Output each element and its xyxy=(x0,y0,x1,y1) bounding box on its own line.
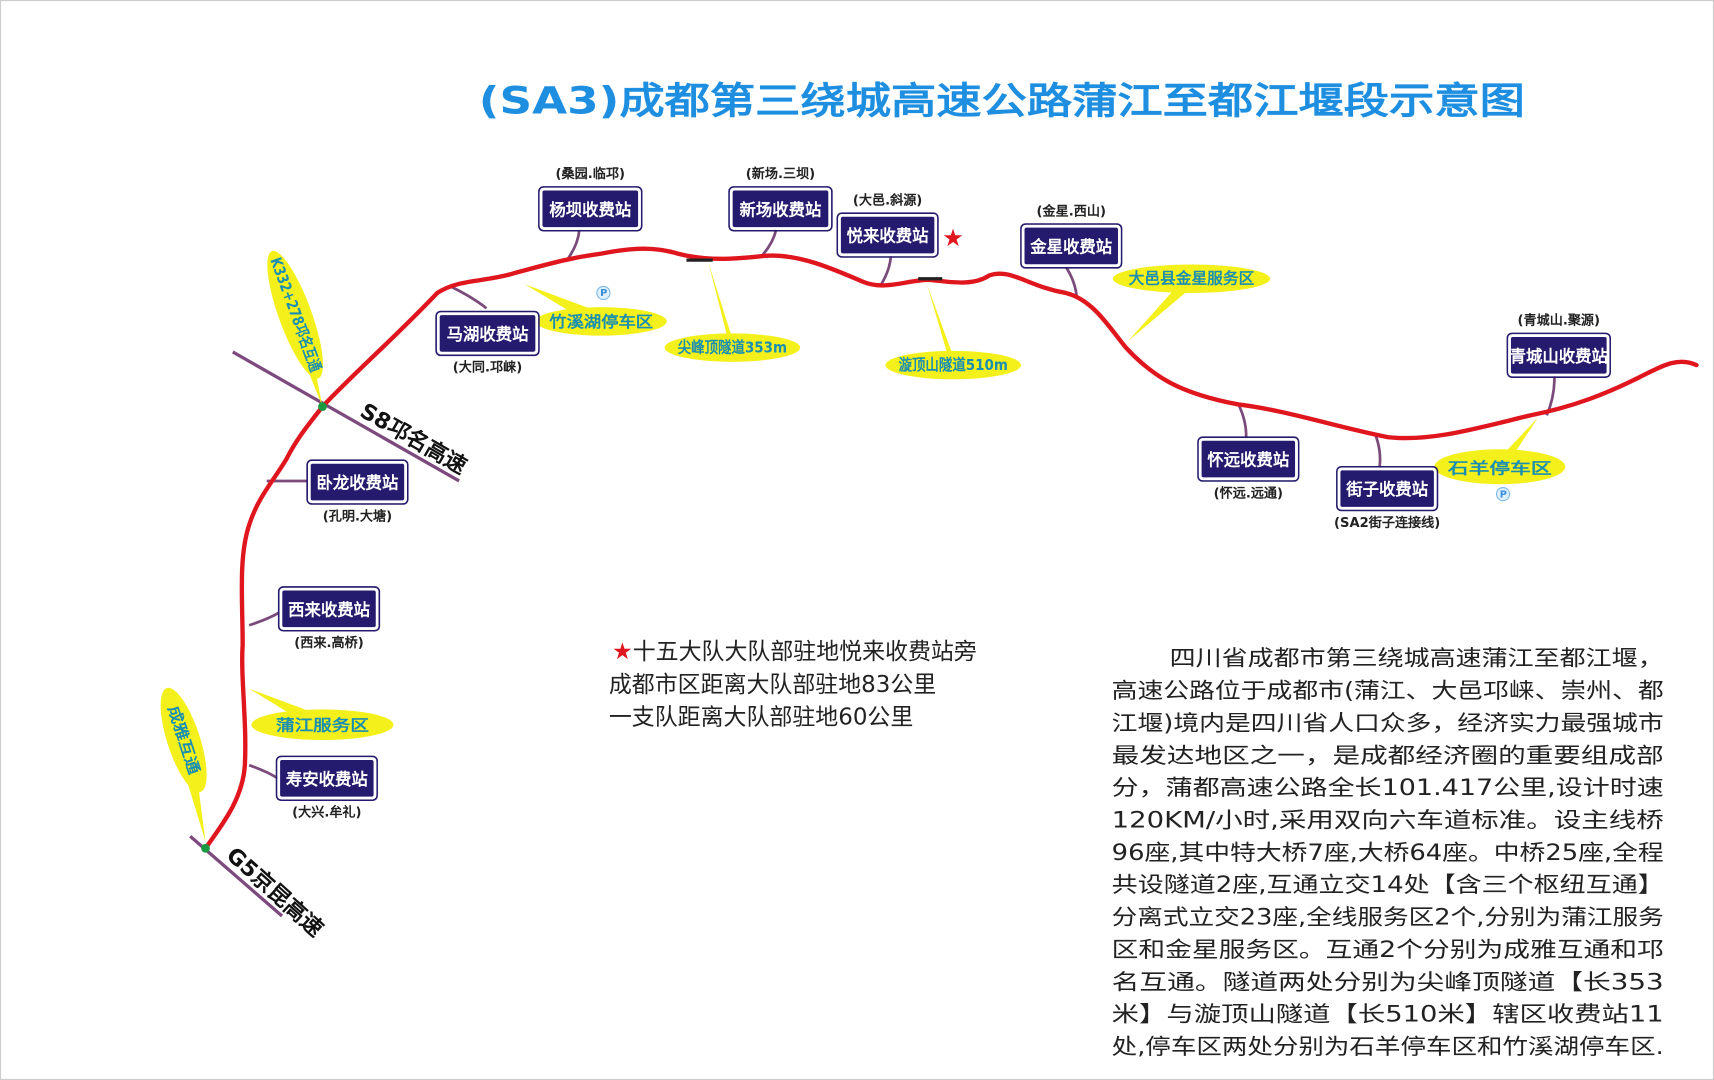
station-connector xyxy=(567,229,581,259)
callout-text: 漩顶山隧道510m xyxy=(899,356,1008,374)
description-paragraph: 四川省成都市第三绕城高速蒲江至都江堰， 高速公路位于成都市(蒲江、大邑邛崃、崇州、… xyxy=(1112,647,1664,1060)
description-line: 高速公路位于成都市(蒲江、大邑邛崃、崇州、都 xyxy=(1112,679,1664,704)
toll-station[interactable]: 怀远收费站 (怀远.远通) xyxy=(1197,436,1300,501)
station-area: (西来.高桥) xyxy=(294,634,363,651)
toll-station[interactable]: 马湖收费站 (大同.邛崃) xyxy=(435,310,540,376)
star-icon: ★ xyxy=(612,639,633,665)
toll-stations: 杨坝收费站 (桑园.临邛) 新场收费站 (新场.三坝) 悦来收费站 (大邑.斜源) 金星收费… xyxy=(275,165,1611,821)
description-line: 四川省成都市第三绕城高速蒲江至都江堰， xyxy=(1170,647,1664,672)
station-name: 新场收费站 xyxy=(740,200,823,219)
station-name: 寿安收费站 xyxy=(286,770,369,789)
toll-station[interactable]: 新场收费站 (新场.三坝) xyxy=(728,165,833,232)
note-line-1: 十五大队大队部驻地悦来收费站旁 xyxy=(633,639,977,665)
toll-station[interactable]: 西来收费站 (西来.高桥) xyxy=(277,586,381,651)
description-line: 处,停车区两处分别为石羊停车区和竹溪湖停车区. xyxy=(1112,1035,1664,1060)
callout-text: 石羊停车区 xyxy=(1446,459,1551,477)
parking-icon: P xyxy=(596,285,611,301)
note-line-3: 一支队距离大队部驻地60公里 xyxy=(609,705,913,731)
s8-highway-line xyxy=(232,350,460,483)
callout-text: 大邑县金星服务区 xyxy=(1129,270,1255,288)
station-name: 悦来收费站 xyxy=(847,227,930,246)
description-line: 120KM/小时,采用双向六车道标准。设主线桥 xyxy=(1112,808,1664,833)
svg-text:★十五大队大队部驻地悦来收费站旁: ★十五大队大队部驻地悦来收费站旁 xyxy=(612,639,977,665)
station-area: (大兴.牟礼) xyxy=(292,804,361,821)
description-line: 96座,其中特大桥7座,大桥64座。中桥25座,全程 xyxy=(1112,841,1664,866)
station-area: (金星.西山) xyxy=(1037,202,1106,219)
station-name: 青城山收费站 xyxy=(1510,347,1609,366)
station-name: 卧龙收费站 xyxy=(317,474,400,493)
svg-text:P: P xyxy=(600,288,607,299)
toll-station[interactable]: 杨坝收费站 (桑园.临邛) xyxy=(538,165,643,232)
description-line: 名互通。隧道两处分别为尖峰顶隧道【长353 xyxy=(1112,970,1664,995)
description-line: 共设隧道2座,互通立交14处【含三个枢纽互通】 xyxy=(1112,873,1664,898)
toll-station[interactable]: 卧龙收费站 (孔明.大塘) xyxy=(306,459,409,524)
callout-text: 蒲江服务区 xyxy=(276,717,369,735)
station-name: 怀远收费站 xyxy=(1207,451,1290,470)
station-name: 杨坝收费站 xyxy=(549,200,632,219)
station-area: (青城山.聚源) xyxy=(1518,312,1601,329)
station-area: (大同.邛崃) xyxy=(453,359,522,376)
junction-qiongming xyxy=(318,402,327,412)
callout-label: 尖峰顶隧道353m xyxy=(664,262,801,362)
callout-label: 石羊停车区 xyxy=(1434,417,1566,485)
station-area: (怀远.远通) xyxy=(1214,484,1283,501)
station-name: 马湖收费站 xyxy=(447,325,530,344)
station-connector xyxy=(760,229,778,257)
station-connectors xyxy=(248,229,1556,780)
station-name: 金星收费站 xyxy=(1029,238,1113,257)
station-connector xyxy=(248,610,281,627)
station-area: (SA2街子连接线) xyxy=(1334,514,1440,531)
parking-icon: P xyxy=(1495,486,1511,502)
station-area: (大邑.斜源) xyxy=(853,191,922,208)
hq-star-icon: ★ xyxy=(942,224,964,252)
toll-station[interactable]: 青城山收费站 (青城山.聚源) xyxy=(1506,312,1611,378)
note-line-2: 成都市区距离大队部驻地83公里 xyxy=(609,672,936,698)
toll-station[interactable]: 金星收费站 (金星.西山) xyxy=(1020,202,1123,269)
description-line: 区和金星服务区。互通2个分别为成雅互通和邛 xyxy=(1112,938,1664,963)
map-title: (SA3)成都第三绕城高速公路蒲江至都江堰段示意图 xyxy=(479,80,1525,123)
toll-station[interactable]: 街子收费站 (SA2街子连接线) xyxy=(1334,465,1440,531)
description-line: 最发达地区之一，是成都经济圈的重要组成部 xyxy=(1112,744,1664,769)
junction-chengya xyxy=(201,843,210,853)
station-area: (桑园.临邛) xyxy=(556,165,625,182)
description-line: 分离式立交23座,全线服务区2个,分别为蒲江服务 xyxy=(1112,906,1664,931)
description-line: 米】与漩顶山隧道【长510米】辖区收费站11 xyxy=(1112,1003,1664,1028)
station-name: 西来收费站 xyxy=(288,600,371,619)
callout-label: 蒲江服务区 xyxy=(249,688,394,741)
callout-text: 竹溪湖停车区 xyxy=(548,313,653,331)
description-line: 江堰)境内是四川省人口众多，经济实力最强城市 xyxy=(1112,711,1664,736)
description-line: 分，蒲都高速公路全长101.417公里,设计时速 xyxy=(1112,776,1664,801)
main-route xyxy=(203,246,1699,851)
station-connector xyxy=(1237,403,1248,439)
toll-station[interactable]: 悦来收费站 (大邑.斜源) xyxy=(836,191,939,258)
station-connector xyxy=(449,285,488,310)
toll-station[interactable]: 寿安收费站 (大兴.牟礼) xyxy=(275,755,378,821)
station-name: 街子收费站 xyxy=(1345,480,1429,499)
hq-notes: ★十五大队大队部驻地悦来收费站旁 成都市区距离大队部驻地83公里 一支队距离大队… xyxy=(609,639,977,731)
station-area: (孔明.大塘) xyxy=(323,507,392,524)
svg-text:P: P xyxy=(1500,489,1507,500)
callout-text: 尖峰顶隧道353m xyxy=(678,339,787,357)
station-area: (新场.三坝) xyxy=(746,165,815,182)
